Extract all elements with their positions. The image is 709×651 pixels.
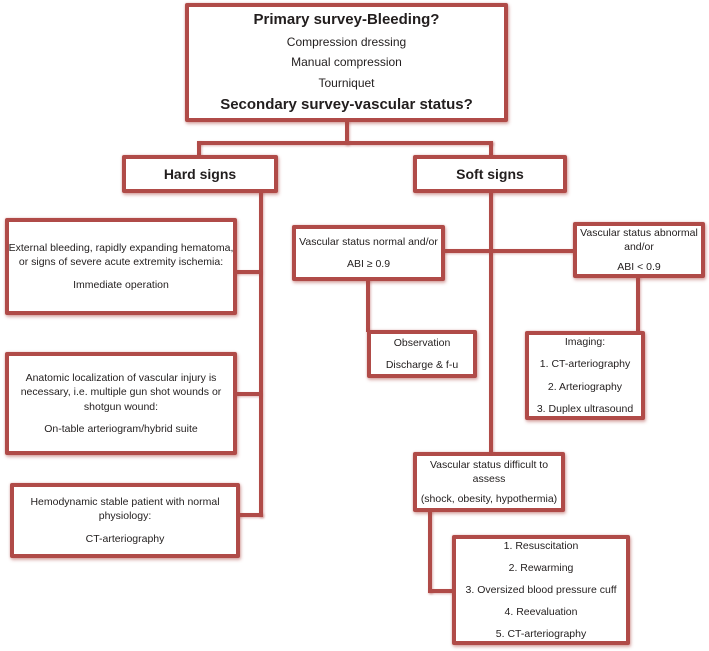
soft-signs-label: Soft signs	[456, 165, 524, 182]
anatomic-text-line1: Anatomic localization of vascular injury…	[25, 372, 217, 385]
vascular-abnormal-text-line2: and/or	[624, 240, 654, 253]
external-bleeding-action: Immediate operation	[73, 278, 169, 291]
vascular-difficult-causes: (shock, obesity, hypothermia)	[420, 493, 558, 506]
hard-signs-label: Hard signs	[163, 165, 237, 182]
vascular-abnormal-text-line1: Vascular status abnormal	[580, 226, 698, 239]
node-vascular-normal: Vascular status normal and/or ABI ≥ 0.9	[292, 225, 445, 281]
connector-normal-to-observation	[366, 279, 370, 332]
connector-external-stub	[234, 270, 261, 274]
node-management-steps: 1. Resuscitation 2. Rewarming 3. Oversiz…	[452, 535, 630, 645]
imaging-title: Imaging:	[564, 336, 606, 349]
primary-survey-item-tourniquet: Tourniquet	[318, 75, 375, 90]
observation-discharge-label: Discharge & f-u	[385, 359, 459, 371]
vascular-difficult-text-line2: assess	[472, 472, 506, 485]
node-hard-signs: Hard signs	[122, 155, 278, 193]
connector-difficult-to-management	[428, 589, 454, 593]
management-item-resuscitation: 1. Resuscitation	[503, 539, 579, 552]
node-vascular-difficult: Vascular status difficult to assess (sho…	[413, 452, 565, 512]
management-item-rewarming: 2. Rewarming	[508, 561, 574, 574]
vascular-abnormal-abi: ABI < 0.9	[617, 261, 661, 274]
primary-survey-title: Primary survey-Bleeding?	[253, 10, 440, 28]
imaging-item-arteriography: 2. Arteriography	[547, 380, 623, 393]
node-external-bleeding: External bleeding, rapidly expanding hem…	[5, 218, 237, 315]
node-imaging: Imaging: 1. CT-arteriography 2. Arteriog…	[525, 331, 645, 420]
connector-hard-drop	[197, 141, 201, 158]
connector-anatomic-stub	[234, 392, 261, 396]
node-observation: Observation Discharge & f-u	[367, 330, 477, 378]
anatomic-text-line2: necessary, i.e. multiple gun shot wounds…	[20, 386, 222, 399]
hemodynamic-action: CT-arteriography	[85, 532, 165, 545]
connector-difficult-down	[428, 510, 432, 593]
connector-branch-horizontal	[197, 141, 493, 145]
management-item-ct-arteriography: 5. CT-arteriography	[495, 628, 587, 641]
primary-survey-item-manual-compression: Manual compression	[291, 55, 402, 70]
node-soft-signs: Soft signs	[413, 155, 567, 193]
vascular-normal-abi: ABI ≥ 0.9	[346, 258, 391, 270]
vascular-difficult-text-line1: Vascular status difficult to	[429, 458, 549, 471]
connector-soft-drop	[489, 141, 493, 158]
management-item-reevaluation: 4. Reevaluation	[504, 606, 578, 619]
connector-status-horizontal	[443, 249, 575, 253]
hemodynamic-text-line1: Hemodynamic stable patient with normal	[30, 496, 220, 509]
imaging-item-ct-arteriography: 1. CT-arteriography	[539, 358, 631, 371]
connector-hard-trunk	[259, 190, 263, 517]
management-item-bp-cuff: 3. Oversized blood pressure cuff	[465, 583, 617, 596]
node-primary-survey: Primary survey-Bleeding? Compression dre…	[185, 3, 508, 122]
hemodynamic-text-line2: physiology:	[98, 510, 152, 523]
external-bleeding-text-line2: or signs of severe acute extremity ische…	[18, 256, 224, 269]
external-bleeding-text-line1: External bleeding, rapidly expanding hem…	[8, 242, 234, 255]
observation-label: Observation	[393, 336, 451, 349]
vascular-normal-text: Vascular status normal and/or	[299, 235, 438, 248]
anatomic-action: On-table arteriogram/hybrid suite	[44, 422, 198, 435]
connector-abnormal-to-imaging	[636, 276, 640, 333]
node-vascular-abnormal: Vascular status abnormal and/or ABI < 0.…	[573, 222, 705, 278]
anatomic-text-line3: shotgun wound:	[83, 400, 159, 413]
node-hemodynamic-stable: Hemodynamic stable patient with normal p…	[10, 483, 240, 558]
primary-survey-item-compression-dressing: Compression dressing	[286, 34, 407, 49]
connector-hemodynamic-stub	[237, 513, 263, 517]
connector-soft-trunk	[489, 190, 493, 454]
node-anatomic-localization: Anatomic localization of vascular injury…	[5, 352, 237, 455]
secondary-survey-subtitle: Secondary survey-vascular status?	[220, 96, 473, 114]
connector-primary-down	[345, 120, 349, 145]
imaging-item-duplex-ultrasound: 3. Duplex ultrasound	[536, 402, 634, 415]
